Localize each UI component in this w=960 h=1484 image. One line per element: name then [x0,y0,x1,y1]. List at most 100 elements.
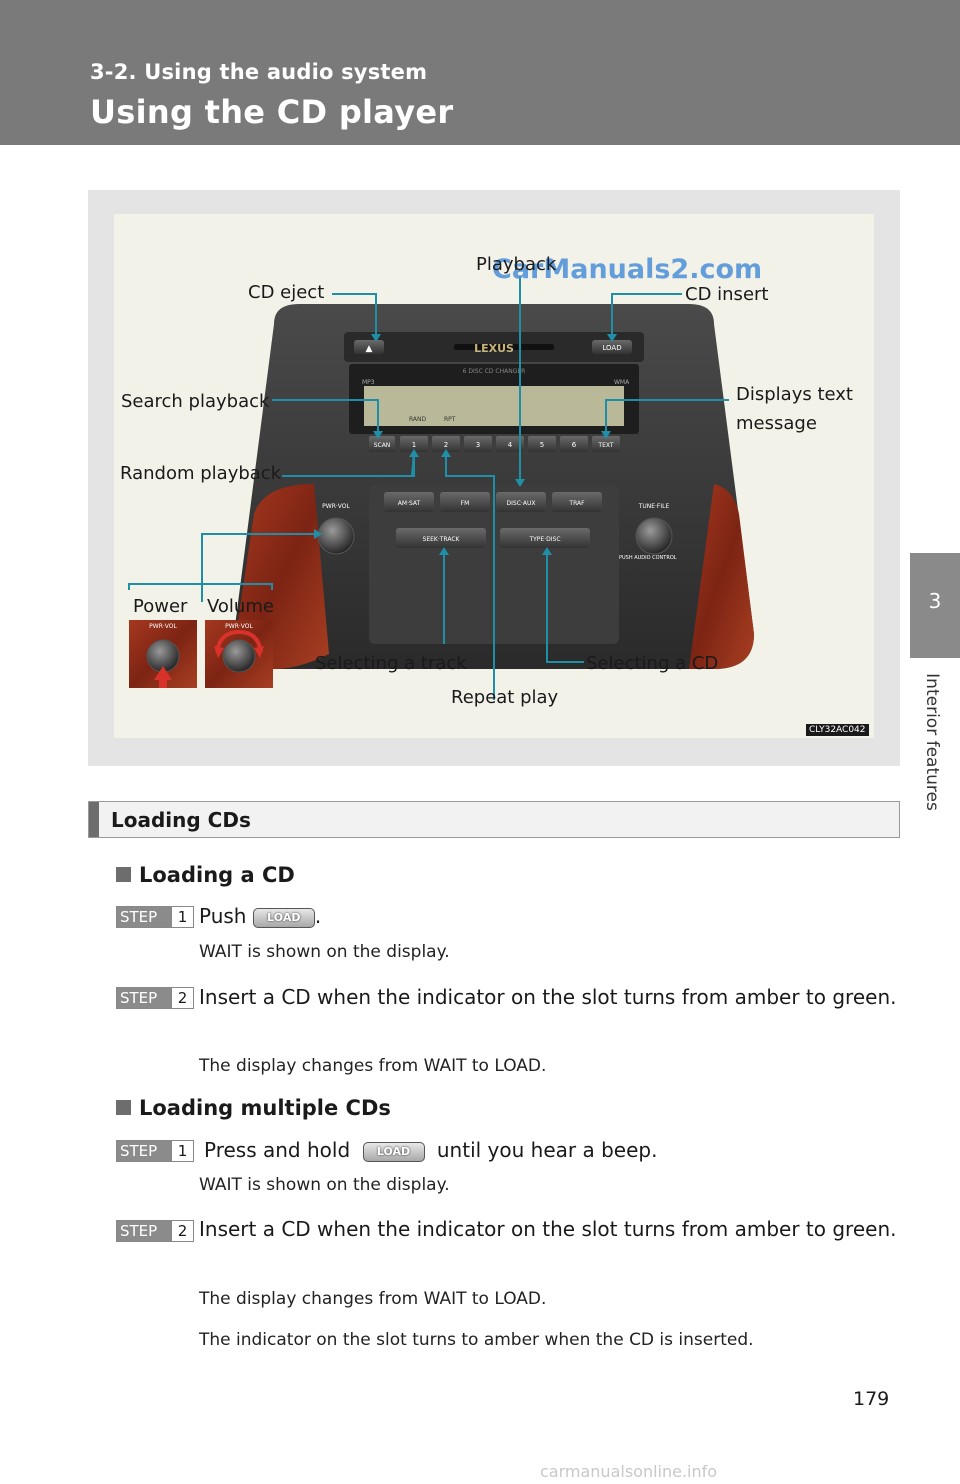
mp3-label: MP3 [362,379,375,386]
callout-repeat-play: Repeat play [451,687,559,708]
rpt-indicator: RPT [444,416,456,423]
page-title: Using the CD player [90,93,454,131]
text-label: TEXT [597,442,613,449]
callout-volume: Volume [207,596,274,617]
chapter-side-label: Interior features [920,668,944,828]
callout-cd-eject: CD eject [248,282,325,303]
step-note-2: The indicator on the slot turns to amber… [199,1330,754,1350]
cd-slot [454,344,554,350]
wood-panel-right [689,484,754,669]
step-text-after: . [314,904,322,928]
step-number: 2 [171,1221,193,1241]
seek-track-label: SEEK·TRACK [423,536,461,543]
callout-selecting-track: Selecting a track [315,653,467,674]
callout-search-playback: Search playback [121,391,270,412]
step-text: Insert a CD when the indicator on the sl… [199,1217,897,1241]
changer-label: 6 DISC CD CHANGER [463,368,526,375]
step-label: STEP [120,1142,158,1160]
step-badge: STEP 1 [116,906,194,928]
step-label: STEP [120,989,158,1007]
page-number: 179 [853,1388,890,1410]
subheading-loading-multiple: Loading multiple CDs [116,1096,391,1120]
tune-file-knob [635,517,673,555]
preset-3-label: 3 [476,441,480,449]
subheading-text: Loading multiple CDs [139,1096,391,1120]
step-number: 1 [171,1141,193,1161]
audio-panel-illustration: ▲ LEXUS LOAD 6 DISC CD CHANGER MP3 WMA R… [128,276,754,700]
traf-label: TRAF [568,500,585,507]
callout-power: Power [133,596,188,617]
section-title: Loading CDs [111,808,251,832]
callout-cd-insert: CD insert [685,284,769,305]
step-label: STEP [120,1222,158,1240]
section-heading: Loading CDs [88,801,900,838]
preset-5-label: 5 [540,441,544,449]
load-button-illus [592,340,632,354]
callout-random-playback: Random playback [120,463,282,484]
step-note: The display changes from WAIT to LOAD. [199,1289,547,1309]
figure-code: CLY32AC042 [806,724,869,736]
scan-label: SCAN [374,442,391,449]
section-stripe [89,802,99,837]
step-note: The display changes from WAIT to LOAD. [199,1056,547,1076]
type-disc-rocker [500,528,590,548]
chapter-number: 3 [928,589,942,613]
preset-1-label: 1 [412,441,416,449]
figure-illustration: ▲ LEXUS LOAD 6 DISC CD CHANGER MP3 WMA R… [114,214,874,738]
callout-playback: Playback [476,254,557,275]
audio-panel-figure: ▲ LEXUS LOAD 6 DISC CD CHANGER MP3 WMA R… [88,190,900,766]
preset-2-label: 2 [444,441,448,449]
pwr-vol-panel-label: PWR·VOL [322,503,350,510]
step-number: 2 [171,988,193,1008]
fm-label: FM [461,500,470,507]
am-sat-label: AM·SAT [398,500,421,507]
footer-watermark: carmanualsonline.info [540,1462,718,1481]
type-disc-label: TYPE·DISC [528,536,560,543]
wma-label: WMA [614,379,630,386]
source-buttons: AM·SAT FM DISC·AUX TRAF [384,492,602,512]
step-label: STEP [120,908,158,926]
step-text: Push LOAD. [199,900,899,933]
step-number: 1 [171,907,193,927]
push-audio-label: PUSH AUDIO CONTROL [619,555,677,561]
step-text: Press and hold LOAD until you hear a bee… [199,1134,899,1167]
seek-track-rocker [396,528,486,548]
chapter-name: Interior features [922,673,942,811]
square-bullet-icon [116,1100,131,1115]
callout-selecting-cd: Selecting a CD [586,653,719,674]
preset-4-label: 4 [508,441,513,449]
load-button-icon: LOAD [362,1142,425,1162]
rotate-arrow-icon [215,629,263,653]
rand-indicator: RAND [409,416,427,423]
step-text-after: until you hear a beep. [436,1138,658,1162]
step-text-before: Push [199,904,247,928]
step-badge: STEP 2 [116,987,194,1009]
tune-file-panel-label: TUNE·FILE [638,503,670,510]
power-inset-label: PWR·VOL [149,623,177,630]
callout-lines [128,276,729,700]
step-badge: STEP 2 [116,1220,194,1242]
step-note: WAIT is shown on the display. [199,1175,450,1195]
preset-6-label: 6 [572,441,577,449]
push-arrow-icon [154,666,172,688]
step-text: Insert a CD when the indicator on the sl… [199,985,897,1009]
eject-button-illus [354,340,384,354]
brand-logo: LEXUS [474,342,514,355]
step-text-before: Press and hold [204,1138,351,1162]
preset-row: SCAN 1 2 3 4 5 6 TEXT [369,436,620,452]
callout-arrowheads [314,334,617,555]
disc-aux-label: DISC·AUX [507,500,536,507]
load-button-icon: LOAD [252,908,315,928]
load-label-illus: LOAD [602,344,621,352]
subheading-text: Loading a CD [139,863,295,887]
step-note: WAIT is shown on the display. [199,942,450,962]
lcd-screen [364,386,624,426]
eject-glyph: ▲ [366,344,373,354]
site-watermark: CarManuals2.com [492,254,763,285]
step-badge: STEP 1 [116,1140,194,1162]
volume-inset-label: PWR·VOL [225,623,253,630]
square-bullet-icon [116,867,131,882]
section-breadcrumb: 3-2. Using the audio system [90,60,428,84]
callout-displays-text: Displays text message [736,384,853,434]
page-header: 3-2. Using the audio system Using the CD… [0,0,960,145]
